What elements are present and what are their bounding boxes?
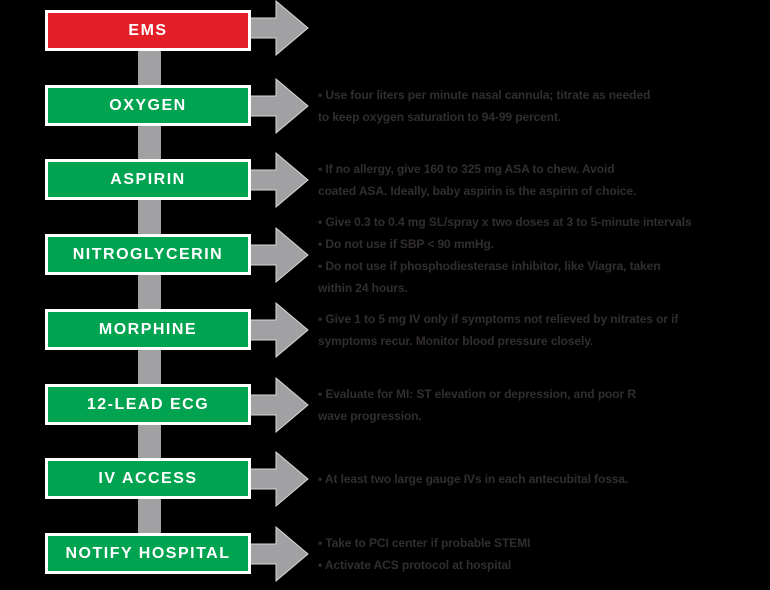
note-line: • Take to PCI center if probable STEMI — [318, 535, 531, 550]
step-notes: • Give 0.3 to 0.4 mg SL/spray x two dose… — [318, 211, 692, 299]
step-box-iv-access: IV ACCESS — [45, 458, 251, 499]
right-arrow-icon — [250, 151, 309, 208]
step-box-nitroglycerin: NITROGLYCERIN — [45, 234, 251, 275]
step-box-oxygen: OXYGEN — [45, 85, 251, 126]
down-connector — [138, 350, 161, 386]
down-connector — [138, 499, 161, 535]
note-line: symptoms recur. Monitor blood pressure c… — [318, 333, 594, 348]
step-label: NOTIFY HOSPITAL — [65, 544, 231, 562]
step-label: MORPHINE — [98, 320, 198, 338]
step-box-notify-hospital: NOTIFY HOSPITAL — [45, 533, 251, 574]
note-line: • Use four liters per minute nasal cannu… — [318, 87, 651, 102]
right-arrow-icon — [250, 376, 309, 433]
right-arrow-icon — [250, 301, 309, 358]
step-box-morphine: MORPHINE — [45, 309, 251, 350]
step-label: IV ACCESS — [98, 469, 198, 487]
step-notes: • Use four liters per minute nasal cannu… — [318, 84, 650, 128]
step-label: 12-LEAD ECG — [86, 395, 210, 413]
note-line: coated ASA. Ideally, baby aspirin is the… — [318, 183, 637, 198]
right-arrow-icon — [250, 0, 309, 56]
note-line: to keep oxygen saturation to 94-99 perce… — [318, 109, 562, 124]
step-notes: • Give 1 to 5 mg IV only if symptoms not… — [318, 308, 678, 352]
step-label: OXYGEN — [109, 96, 187, 114]
note-line: • Give 0.3 to 0.4 mg SL/spray x two dose… — [318, 214, 692, 229]
right-arrow-icon — [250, 450, 309, 507]
step-notes: • Evaluate for MI: ST elevation or depre… — [318, 383, 636, 427]
step-notes: • If no allergy, give 160 to 325 mg ASA … — [318, 158, 636, 202]
right-arrow-icon — [250, 226, 309, 283]
note-line: • At least two large gauge IVs in each a… — [318, 471, 629, 486]
step-label: NITROGLYCERIN — [72, 245, 224, 263]
right-arrow-icon — [250, 525, 309, 582]
step-box-aspirin: ASPIRIN — [45, 159, 251, 200]
down-connector — [138, 275, 161, 311]
step-notes: • Take to PCI center if probable STEMI • … — [318, 532, 530, 576]
note-line: wave progression. — [318, 408, 422, 423]
down-connector — [138, 200, 161, 236]
step-label: ASPIRIN — [110, 170, 186, 188]
step-box-12-lead-ecg: 12-LEAD ECG — [45, 384, 251, 425]
note-line: • Do not use if SBP < 90 mmHg. — [318, 236, 495, 251]
note-line: • Do not use if phosphodiesterase inhibi… — [318, 258, 661, 273]
step-notes: • At least two large gauge IVs in each a… — [318, 468, 628, 490]
down-connector — [138, 424, 161, 460]
note-line: • If no allergy, give 160 to 325 mg ASA … — [318, 161, 615, 176]
step-label: EMS — [128, 21, 168, 39]
note-line: • Evaluate for MI: ST elevation or depre… — [318, 386, 636, 401]
step-box-ems: EMS — [45, 10, 251, 51]
right-arrow-icon — [250, 77, 309, 134]
down-connector — [138, 125, 161, 161]
note-line: • Activate ACS protocol at hospital — [318, 557, 512, 572]
note-line: within 24 hours. — [318, 280, 408, 295]
down-connector — [138, 51, 161, 87]
note-line: • Give 1 to 5 mg IV only if symptoms not… — [318, 311, 679, 326]
